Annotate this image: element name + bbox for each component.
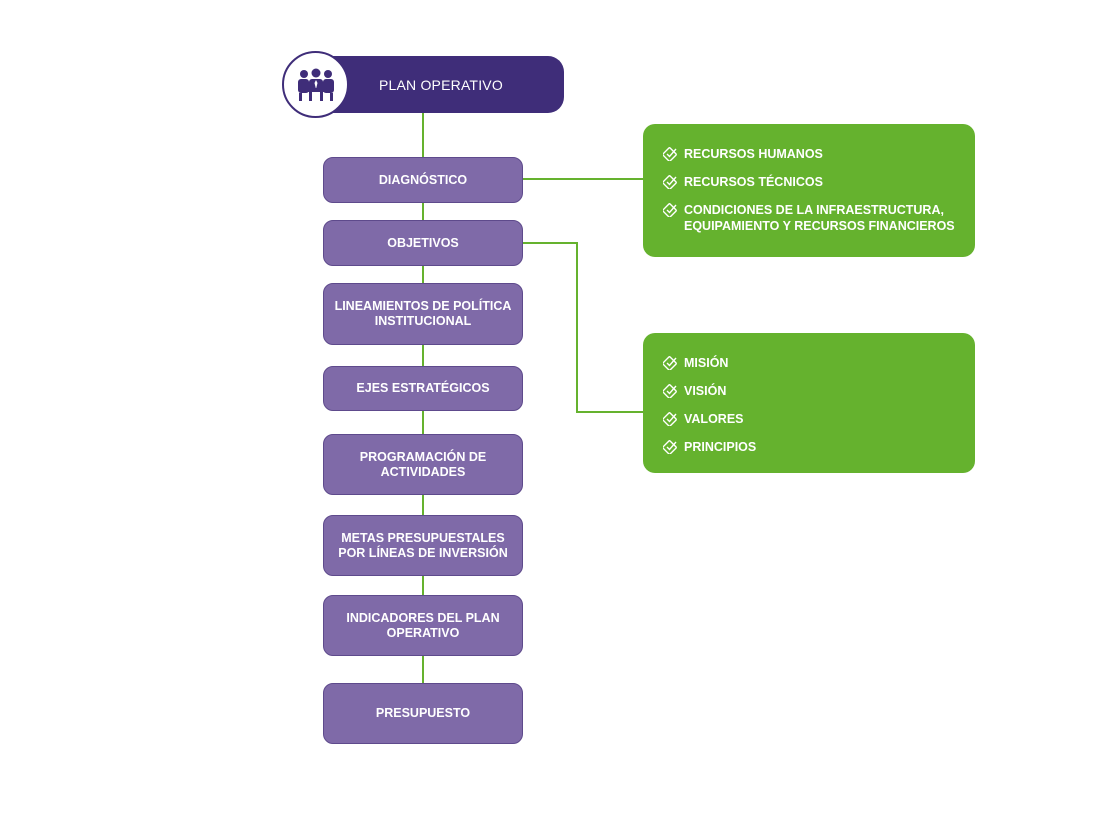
list-item: PRINCIPIOS bbox=[663, 439, 959, 455]
step-ejes-estrategicos: EJES ESTRATÉGICOS bbox=[323, 366, 523, 411]
checkbox-check-icon bbox=[663, 147, 677, 161]
step-presupuesto: PRESUPUESTO bbox=[323, 683, 523, 744]
list-item-label: PRINCIPIOS bbox=[684, 440, 757, 454]
list-item-label: CONDICIONES DE LA INFRAESTRUCTURA, EQUIP… bbox=[684, 203, 955, 233]
team-meeting-icon bbox=[282, 51, 349, 118]
checkbox-check-icon bbox=[663, 412, 677, 426]
step-diagnostico: DIAGNÓSTICO bbox=[323, 157, 523, 203]
list-item: CONDICIONES DE LA INFRAESTRUCTURA, EQUIP… bbox=[663, 202, 959, 234]
diagnostico-details-panel: RECURSOS HUMANOS RECURSOS TÉCNICOS CONDI… bbox=[643, 124, 975, 257]
checkbox-check-icon bbox=[663, 440, 677, 454]
step-indicadores: INDICADORES DEL PLAN OPERATIVO bbox=[323, 595, 523, 656]
list-item: VALORES bbox=[663, 411, 959, 427]
plan-operativo-header: PLAN OPERATIVO bbox=[316, 56, 564, 113]
step-metas-presupuestales: METAS PRESUPUESTALES POR LÍNEAS DE INVER… bbox=[323, 515, 523, 576]
list-item-label: VALORES bbox=[684, 412, 744, 426]
checkbox-check-icon bbox=[663, 384, 677, 398]
list-item-label: RECURSOS TÉCNICOS bbox=[684, 175, 823, 189]
list-item: MISIÓN bbox=[663, 355, 959, 371]
objetivos-details-panel: MISIÓN VISIÓN VALORES PRINCIPIOS bbox=[643, 333, 975, 473]
checkbox-check-icon bbox=[663, 175, 677, 189]
step-lineamientos: LINEAMIENTOS DE POLÍTICA INSTITUCIONAL bbox=[323, 283, 523, 345]
list-item-label: MISIÓN bbox=[684, 356, 729, 370]
list-item: RECURSOS TÉCNICOS bbox=[663, 174, 959, 190]
step-objetivos: OBJETIVOS bbox=[323, 220, 523, 266]
list-item: RECURSOS HUMANOS bbox=[663, 146, 959, 162]
list-item-label: RECURSOS HUMANOS bbox=[684, 147, 823, 161]
step-programacion: PROGRAMACIÓN DE ACTIVIDADES bbox=[323, 434, 523, 495]
list-item-label: VISIÓN bbox=[684, 384, 727, 398]
checkbox-check-icon bbox=[663, 356, 677, 370]
plan-operativo-title: PLAN OPERATIVO bbox=[379, 76, 503, 93]
list-item: VISIÓN bbox=[663, 383, 959, 399]
checkbox-check-icon bbox=[663, 203, 677, 217]
